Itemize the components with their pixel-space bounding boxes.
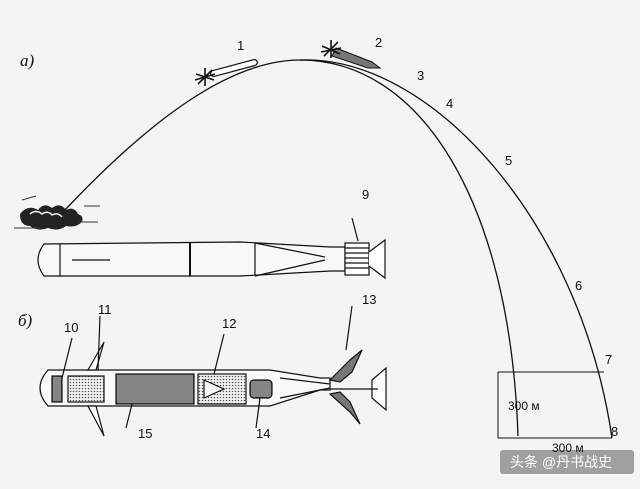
watermark-background — [500, 450, 634, 474]
callout-6: 6 — [575, 278, 582, 293]
booster-separation-2 — [320, 40, 382, 69]
missile-side-view — [37, 217, 386, 280]
launch-splash — [14, 195, 100, 230]
callout-8: 8 — [611, 424, 618, 439]
callout-11: 11 — [98, 302, 112, 317]
trajectory-upper — [64, 59, 519, 437]
trajectory-outer — [299, 59, 613, 439]
callout-5: 5 — [505, 153, 512, 168]
callout-14: 14 — [256, 426, 270, 441]
callout-15: 15 — [138, 426, 152, 441]
callout-7: 7 — [605, 352, 612, 367]
callout-1: 1 — [237, 38, 244, 53]
callout-13: 13 — [362, 292, 376, 307]
callout-10: 10 — [64, 320, 78, 335]
callout-2: 2 — [375, 35, 382, 50]
callout-9: 9 — [362, 187, 369, 202]
callout-3: 3 — [417, 68, 424, 83]
callout-4: 4 — [446, 96, 453, 111]
dimension-height: 300 м — [508, 399, 540, 413]
missile-cutaway — [39, 305, 387, 437]
dimension-lines — [497, 371, 612, 439]
panel-label-a: а) — [20, 51, 35, 70]
panel-label-b: б) — [18, 311, 33, 330]
callout-12: 12 — [222, 316, 236, 331]
watermark-text: 头条 @丹书战史 — [510, 454, 612, 470]
dimension-width: 300 м — [552, 441, 584, 455]
booster-separation-1 — [194, 58, 258, 86]
